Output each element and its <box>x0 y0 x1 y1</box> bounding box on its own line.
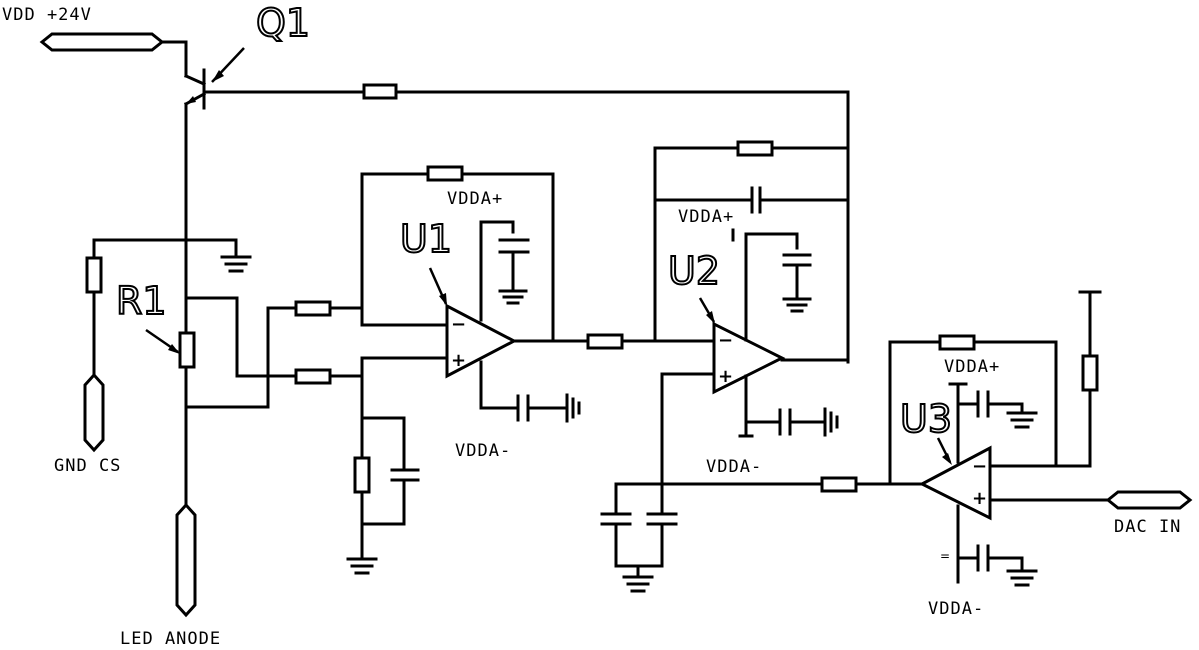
transistor-q1: Q1 <box>183 0 311 110</box>
resistor-u1-inv-in <box>294 300 332 317</box>
wire-r1-top-sense <box>184 296 298 378</box>
wire-q1-base-feedback <box>202 90 850 364</box>
u2-label: U2 <box>668 249 720 293</box>
u1-label: U1 <box>400 217 452 261</box>
opamp-u2: − + U2 VDDA+ VDDA- <box>653 140 850 477</box>
vdd-label: VDD +24V <box>2 5 92 25</box>
opamp-u1: − + U1 VDDA+ VDDA- <box>360 165 581 530</box>
dac-in-label: DAC IN <box>1114 517 1181 537</box>
wire-u1-cap-bottom <box>360 478 406 526</box>
u1-arrowhead <box>439 293 447 306</box>
gnd-cs-flag <box>83 372 105 453</box>
q1-label: Q1 <box>256 1 310 45</box>
wire-u1-vdda-neg <box>479 360 520 410</box>
u1-minus-pin: − <box>451 314 466 335</box>
u3-neg-marker: = <box>940 549 950 563</box>
wire-u2-fb-left <box>653 146 850 343</box>
led-anode-port: LED ANODE <box>120 502 221 649</box>
resistor-q1-base <box>362 83 398 100</box>
u3-minus-pin: − <box>972 456 987 477</box>
u2-arrowhead <box>706 311 715 324</box>
wire-cap-a-bottom <box>614 522 664 568</box>
ground-symbol-u3-neg <box>1006 569 1038 587</box>
led-anode-label: LED ANODE <box>120 629 221 649</box>
resistor-u3-pullup <box>1081 354 1099 392</box>
q1-arrowhead <box>212 70 224 82</box>
wire-vdd-to-q1 <box>160 40 188 78</box>
u3-vdda-neg-label: VDDA- <box>928 599 984 619</box>
ground-symbol-u3-pos <box>1006 411 1038 429</box>
u2-input-network <box>600 372 924 593</box>
wire-u3-pos-cap-gnd <box>986 402 1024 414</box>
u1-plus-pin: + <box>451 350 466 371</box>
dac-in-port: DAC IN <box>1105 490 1193 537</box>
wire-u3-inv <box>988 388 1092 468</box>
ground-symbol-u1-pos <box>498 289 528 305</box>
u3-vdda-pos-label: VDDA+ <box>944 357 1000 377</box>
ground-symbol-u1-bias <box>346 557 378 575</box>
resistor-u2-u3 <box>820 476 858 493</box>
u3-label: U3 <box>900 397 952 441</box>
q1-emitter-arrow <box>186 96 196 104</box>
u2-triangle <box>712 321 786 395</box>
resistor-u1-noninv-in <box>294 368 332 385</box>
wire-gnd-cs <box>92 238 238 377</box>
r1-arrowhead <box>168 344 180 354</box>
u2-plus-pin: + <box>718 366 733 387</box>
r1-label: R1 <box>116 279 167 323</box>
dac-in-flag <box>1105 490 1193 510</box>
vdd-port: VDD +24V <box>2 5 188 78</box>
wire-u3-neg-cap-gnd <box>986 556 1024 572</box>
resistor-u1-bias <box>353 456 371 494</box>
ground-symbol-top <box>220 255 252 273</box>
u1-bias-network <box>346 416 420 575</box>
gnd-cs-label: GND CS <box>54 456 121 476</box>
wire-r1-bottom-sense <box>184 306 298 409</box>
vdd-port-flag <box>39 32 165 52</box>
u3-arrowhead <box>942 453 952 465</box>
wire-u1-vdda-pos <box>479 220 515 322</box>
u1-triangle <box>445 303 518 379</box>
r1-body <box>178 331 196 369</box>
u2-vdda-neg-label: VDDA- <box>706 457 762 477</box>
opamp-u3: − + U3 VDDA+ = VDDA- <box>888 290 1110 619</box>
u1-vdda-pos-label: VDDA+ <box>447 189 503 209</box>
resistor-r1: R1 <box>115 278 196 369</box>
u2-minus-pin: − <box>718 330 733 351</box>
u2-vdda-pos-label: VDDA+ <box>678 207 734 227</box>
resistor-u2-feedback <box>736 140 774 157</box>
resistor-u3-feedback <box>938 334 976 351</box>
q1-collector <box>184 74 206 86</box>
u3-triangle <box>918 445 992 521</box>
u1-vdda-neg-label: VDDA- <box>455 441 511 461</box>
wire-u1-cap-top <box>360 416 406 470</box>
ground-symbol-u2-pos <box>782 297 812 313</box>
u3-plus-pin: + <box>972 488 987 509</box>
resistor-gnd-cs <box>85 256 103 294</box>
resistor-u1-u2 <box>586 333 624 350</box>
gnd-cs-branch: GND CS <box>54 238 252 476</box>
resistor-u1-feedback <box>426 165 464 182</box>
ground-symbol-u2-neg <box>823 407 839 437</box>
wire-u2-vdda-pos <box>744 232 799 342</box>
wire-u2-noninv <box>660 372 716 486</box>
ground-symbol-u1-neg <box>565 393 581 423</box>
ground-symbol-filter <box>622 575 654 593</box>
led-anode-flag <box>175 502 197 618</box>
